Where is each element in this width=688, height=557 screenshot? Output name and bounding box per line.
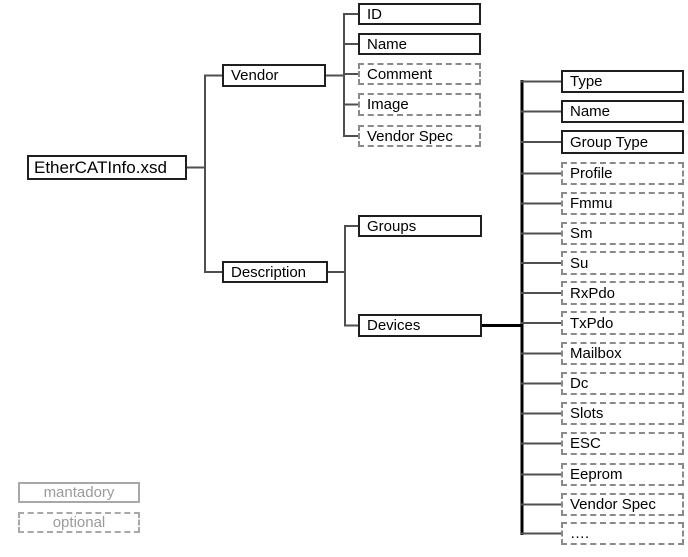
node-label: Group Type [570,133,649,151]
node-comment: Comment [358,63,481,85]
node-root: EtherCATInfo.xsd [27,155,187,180]
node-label: Groups [367,217,417,235]
node-label: TxPdo [570,314,614,332]
node-label: Dc [570,375,589,392]
node-fmmu: Fmmu [561,192,684,215]
node-devices: Devices [358,314,482,337]
node-type: Type [561,70,684,93]
node-more: …. [561,522,684,545]
node-image: Image [358,93,481,116]
node-label: Name [570,103,611,120]
node-label: Fmmu [570,195,613,212]
legend-optional-label: optional [52,514,106,531]
node-mailbox: Mailbox [561,342,684,365]
node-name2: Name [561,100,684,123]
node-txpdo: TxPdo [561,311,684,335]
node-slots: Slots [561,402,684,425]
node-label: Profile [570,165,613,182]
node-name1: Name [358,33,481,55]
node-label: Comment [367,65,433,83]
node-vendorspec2: Vendor Spec [561,493,684,516]
node-label: RxPdo [570,284,616,302]
node-label: Mailbox [570,345,622,362]
legend-mandatory-label: mantadory [43,484,115,501]
node-grouptype: Group Type [561,130,684,154]
node-label: Vendor [231,67,279,84]
node-rxpdo: RxPdo [561,281,684,305]
node-label: Slots [570,405,604,422]
node-label: ID [367,5,382,23]
node-su: Su [561,251,684,275]
node-description: Description [222,261,328,283]
legend-optional-box: optional [18,512,140,533]
node-label: Devices [367,317,421,334]
node-label: Name [367,35,408,53]
node-label: Eeprom [570,466,623,483]
node-label: Vendor Spec [367,127,453,145]
node-label: Su [570,254,589,272]
node-label: Description [231,263,307,281]
node-label: Type [570,73,603,90]
node-label: EtherCATInfo.xsd [34,157,167,177]
node-id: ID [358,3,481,25]
node-sm: Sm [561,222,684,245]
node-label: Image [367,96,409,113]
node-esc: ESC [561,432,684,455]
legend-mandatory-box: mantadory [18,482,140,503]
node-vendor: Vendor [222,64,326,87]
node-label: Sm [570,225,593,242]
node-label: …. [570,525,590,542]
node-profile: Profile [561,162,684,185]
node-eeprom: Eeprom [561,463,684,486]
node-label: ESC [570,435,601,452]
node-groups: Groups [358,215,482,237]
node-label: Vendor Spec [570,496,656,513]
node-dc: Dc [561,372,684,395]
node-vendorspec1: Vendor Spec [358,125,481,147]
